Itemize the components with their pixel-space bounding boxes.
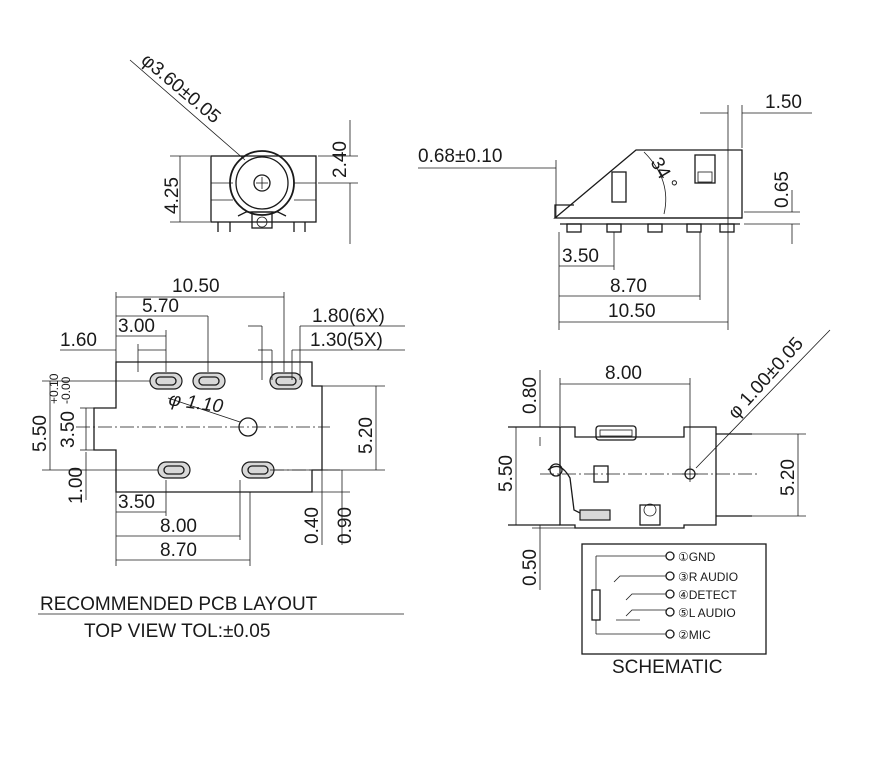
front-view: φ3.60±0.05 4.25 2.40	[129, 50, 358, 244]
dim-pcb-bot350: 3.50	[118, 492, 155, 513]
dim-side-thickness: 0.68±0.10	[418, 146, 502, 167]
dim-pcb-bot870: 8.70	[160, 540, 197, 561]
dim-pcb-right520: 5.20	[356, 417, 377, 454]
dim-pcb-bot090: 0.90	[335, 507, 356, 544]
schematic: ①GND ③R AUDIO ④DETECT ⑤L AUDIO ②MIC SCHE…	[581, 543, 767, 678]
dim-bottom-hole: φ 1.00±0.05	[724, 333, 808, 423]
dim-pcb-bot800: 8.00	[160, 516, 197, 537]
schematic-pin-detect: ④DETECT	[678, 588, 737, 602]
bottom-view: 8.00 0.80 φ 1.00±0.05 5.50 5.20 0.50	[496, 329, 831, 590]
dim-pcb-slot5x: 1.30(5X)	[310, 330, 383, 351]
dim-pcb-left550: 5.50	[30, 415, 51, 452]
schematic-pin-l-audio: ⑤L AUDIO	[678, 606, 736, 620]
dim-pcb-160: 1.60	[60, 330, 97, 351]
dim-pcb-tol-plus: +0.10	[47, 373, 61, 404]
dim-side-d2: 8.70	[610, 276, 647, 297]
dim-pcb-hole: φ 1.10	[167, 389, 224, 417]
dim-pcb-570: 5.70	[142, 296, 179, 317]
dim-pcb-bot040: 0.40	[302, 507, 323, 544]
dim-bottom-width: 8.00	[605, 363, 642, 384]
schematic-pin-mic: ②MIC	[678, 628, 711, 642]
dim-bottom-left550: 5.50	[496, 455, 517, 492]
pcb-layout: φ 1.10 10.50 5.70 3.00 1.60 1.80(6X) 1.3…	[30, 276, 405, 642]
dim-side-top-width: 1.50	[765, 92, 802, 113]
dim-bottom-top080: 0.80	[520, 377, 541, 414]
dim-bottom-right520: 5.20	[778, 459, 799, 496]
dim-pcb-left100: 1.00	[66, 467, 87, 504]
dim-bottom-bot050: 0.50	[520, 549, 541, 586]
dim-pcb-tol-minus: -0.00	[59, 376, 73, 404]
dim-side-d3: 10.50	[608, 301, 656, 322]
side-view: 34 ° 0.68±0.10 1.50 0.65 3.50 8.70 10.50	[418, 92, 812, 330]
dim-front-diameter: φ3.60±0.05	[137, 50, 225, 128]
schematic-pin-r-audio: ③R AUDIO	[678, 570, 738, 584]
schematic-pin-gnd: ①GND	[678, 550, 716, 564]
dim-side-d1: 3.50	[562, 246, 599, 267]
dim-pcb-slot6x: 1.80(6X)	[312, 306, 385, 327]
dim-pcb-left350: 3.50	[58, 411, 79, 448]
dim-side-pin-height: 0.65	[772, 171, 793, 208]
dim-pcb-width: 10.50	[172, 276, 220, 297]
dim-front-top: 2.40	[330, 141, 351, 178]
pcb-layout-title: RECOMMENDED PCB LAYOUT	[40, 594, 318, 615]
dim-pcb-300: 3.00	[118, 316, 155, 337]
pcb-layout-subtitle: TOP VIEW TOL:±0.05	[84, 621, 270, 642]
dim-front-height: 4.25	[162, 177, 183, 214]
schematic-label: SCHEMATIC	[612, 657, 722, 678]
